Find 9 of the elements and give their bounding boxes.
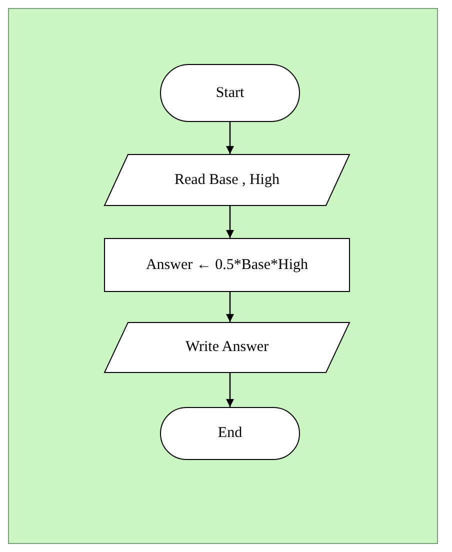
- node-label: Write Answer: [185, 339, 269, 356]
- arrow: [226, 292, 234, 322]
- arrow: [226, 206, 234, 238]
- node-label: Read Base , High: [174, 172, 280, 188]
- node-label: Answer ← 0.5*Base*High: [146, 256, 308, 274]
- arrow: [226, 122, 234, 154]
- node-label: End: [218, 425, 242, 442]
- arrow: [226, 373, 234, 407]
- node-label: Start: [216, 84, 244, 102]
